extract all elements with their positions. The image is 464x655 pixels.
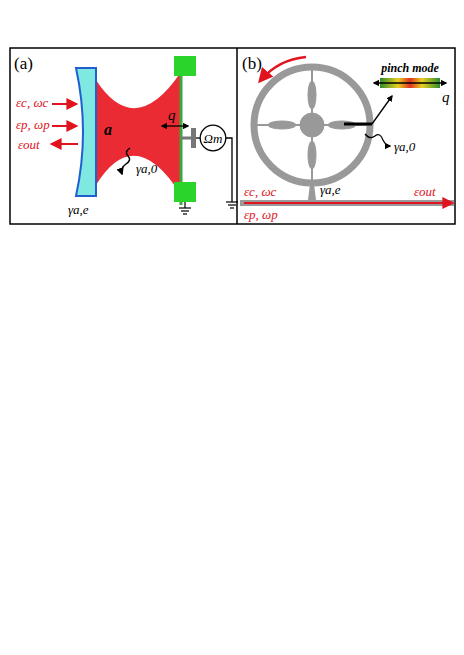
- mirror: [76, 68, 96, 196]
- displacement-label: q: [168, 108, 176, 123]
- signal-label: εc, ωc: [244, 185, 276, 198]
- coupler: [308, 184, 316, 200]
- leader-line: [372, 96, 392, 124]
- frame: [10, 48, 455, 224]
- loss-label: γa,e: [68, 203, 89, 216]
- waveguide: [240, 200, 454, 206]
- ground-symbol: [226, 202, 238, 208]
- signal-label: εout: [18, 138, 40, 151]
- wire: [226, 138, 232, 202]
- source-circle: Ωm: [199, 124, 227, 152]
- cavity-beam: [96, 72, 181, 195]
- ground-symbol: [179, 202, 191, 214]
- output-arrow: [52, 143, 78, 145]
- mode-heading: pinch mode: [381, 62, 439, 74]
- wire: [196, 137, 200, 138]
- electrode: [191, 128, 196, 148]
- loss-label: γa,0: [136, 162, 157, 175]
- signal-label: εp, ωp: [244, 208, 278, 221]
- panel-letter: (b): [242, 55, 262, 72]
- displacement-arrow: [162, 125, 188, 126]
- profile-arrow: [372, 78, 448, 88]
- input-arrow: [52, 103, 76, 105]
- loss-arrow: [365, 134, 390, 146]
- loss-label: γa,0: [394, 140, 415, 153]
- clamp: [174, 56, 196, 76]
- mode-profile: pinch mode: [380, 78, 440, 88]
- waveguide-arrow: [244, 202, 452, 204]
- loss-arrow: [122, 148, 131, 174]
- input-arrow: [52, 125, 76, 127]
- divider: [236, 48, 238, 224]
- mode-label: a: [104, 122, 112, 138]
- panel-letter: (a): [14, 55, 33, 72]
- displacement-label: q: [442, 90, 450, 105]
- clamp: [174, 182, 196, 202]
- mode-marker: [344, 123, 372, 126]
- signal-label: εp, ωp: [16, 118, 50, 131]
- source-label: Ωm: [204, 132, 223, 145]
- signal-label: εout: [414, 185, 436, 198]
- electrode: [181, 137, 192, 140]
- signal-label: εc, ωc: [16, 96, 48, 109]
- loss-label: γa,e: [320, 183, 341, 196]
